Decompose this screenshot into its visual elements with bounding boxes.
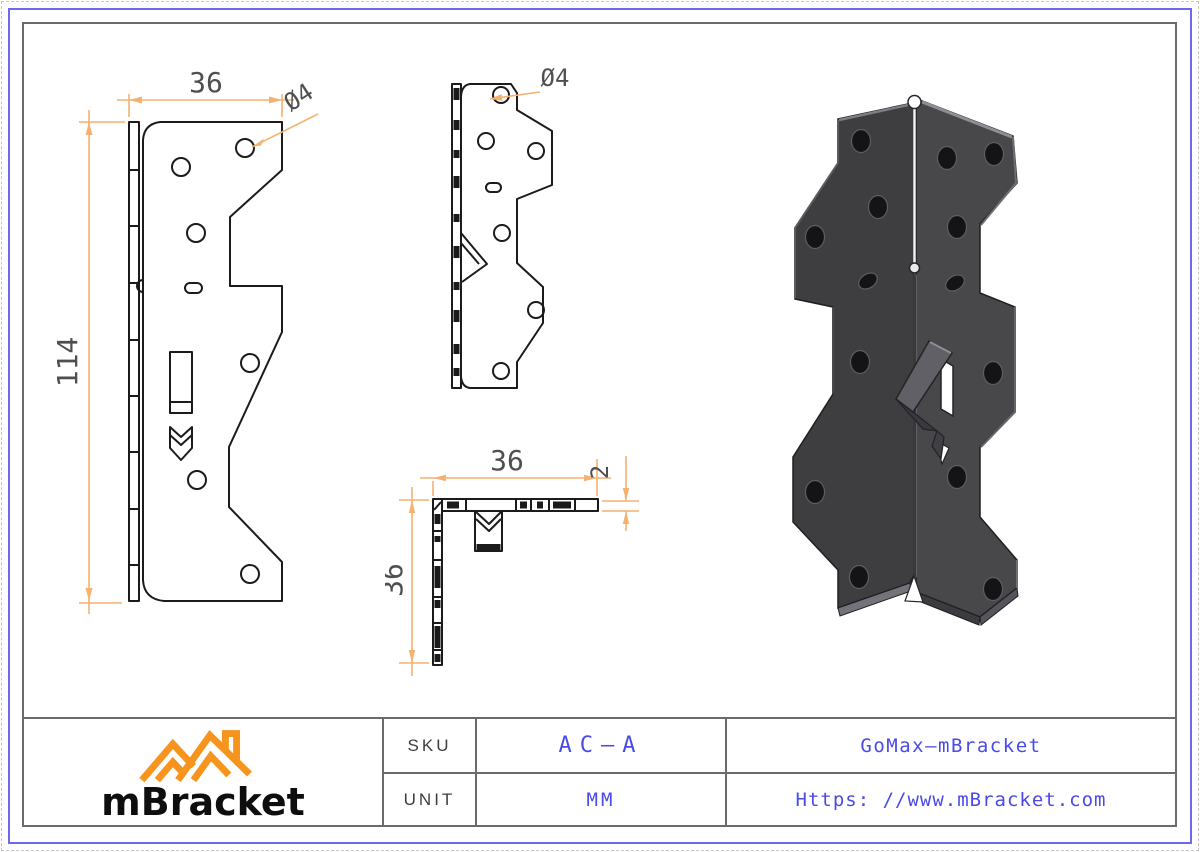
website-url: Https: //www.mBracket.com <box>795 788 1107 811</box>
front-height-dim: 114 <box>55 337 84 388</box>
iso-view <box>792 94 1019 626</box>
sku-label: SKU <box>407 735 452 755</box>
side-view: Ø4 <box>451 64 570 389</box>
sku-value: AC—A <box>558 733 644 758</box>
seam-top-notch <box>907 94 922 110</box>
front-width-dim: 36 <box>189 66 223 99</box>
iso-holes <box>804 128 1005 602</box>
roof-icon <box>139 730 252 783</box>
title-block: mBracket SKU AC—A GoMax—mBracket UNIT MM… <box>22 717 1177 827</box>
unit-value-cell: MM <box>475 772 725 825</box>
product-name: GoMax—mBracket <box>860 734 1042 757</box>
unit-label: UNIT <box>403 789 456 809</box>
bent-tab <box>895 340 954 466</box>
side-hole-callout: Ø4 <box>541 64 570 92</box>
brand-text: mBracket <box>101 780 305 824</box>
unit-value: MM <box>586 788 616 811</box>
top-depth-dim: 36 <box>385 563 409 597</box>
top-thickness-dim: 2 <box>586 465 614 479</box>
website-cell: Https: //www.mBracket.com <box>725 772 1175 825</box>
logo: mBracket <box>24 719 382 825</box>
outer-border <box>8 8 1192 844</box>
unit-label-cell: UNIT <box>382 772 475 825</box>
seam-bottom-notch <box>904 574 924 603</box>
sku-label-cell: SKU <box>382 719 475 772</box>
section-hatch <box>434 501 571 662</box>
front-view: 36 114 Ø4 <box>55 66 318 614</box>
top-width-dim: 36 <box>490 444 524 477</box>
product-name-cell: GoMax—mBracket <box>725 719 1175 772</box>
sku-value-cell: AC—A <box>475 719 725 772</box>
flange-hatch <box>453 88 460 376</box>
bevel-edges <box>794 100 1018 588</box>
top-view: 36 36 2 <box>385 444 639 676</box>
seam-teardrop-hole <box>908 262 921 274</box>
front-hole-callout: Ø4 <box>279 78 318 117</box>
